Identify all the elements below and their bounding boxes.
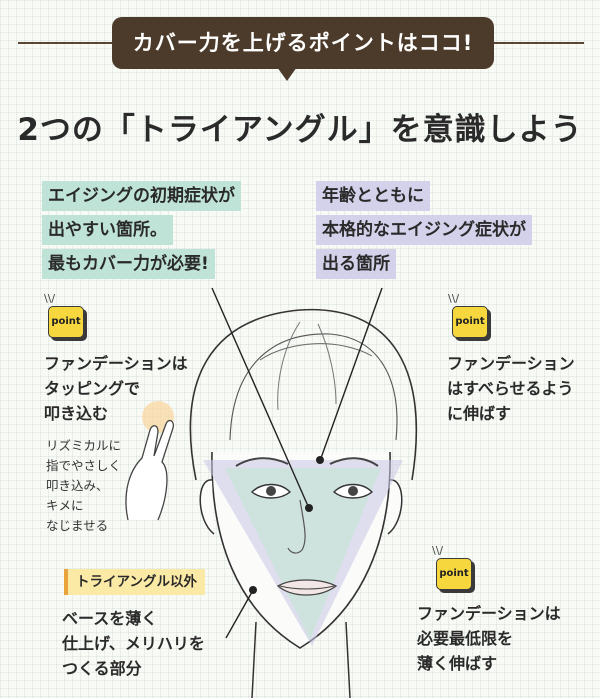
point-1-line-3: 叩き込む bbox=[44, 404, 109, 423]
callout-right-line-1: 年齢とともに bbox=[316, 181, 430, 211]
lip-line bbox=[279, 585, 335, 590]
point-1-sub-1: リズミカルに bbox=[46, 438, 122, 453]
point-badge: point bbox=[452, 306, 488, 338]
outside-line-1: ベースを薄く bbox=[62, 609, 158, 628]
point-2-line-1: ファンデーション bbox=[447, 354, 575, 373]
nose bbox=[287, 499, 306, 554]
hair-line bbox=[229, 333, 398, 441]
point-2-line-2: はすべらせるよう bbox=[447, 379, 574, 398]
point-badge: point bbox=[48, 306, 84, 338]
point-3-line-1: ファンデーションは bbox=[417, 604, 561, 623]
outside-line-3: つくる部分 bbox=[62, 659, 142, 678]
sparkle-icon: \\/ bbox=[432, 544, 444, 557]
pupil-left bbox=[266, 486, 276, 496]
header-rule-left bbox=[18, 42, 114, 44]
head-outline bbox=[189, 308, 418, 481]
point-1-line-1: ファンデーションは bbox=[44, 354, 188, 373]
brow-right bbox=[329, 457, 379, 467]
point-1-sub-4: キメに bbox=[46, 498, 84, 513]
page-title: 2つの「トライアングル」を意識しよう bbox=[17, 112, 583, 148]
leader-line-bottom bbox=[225, 591, 253, 639]
banner-tail bbox=[277, 67, 297, 81]
leader-dot-right bbox=[316, 456, 324, 464]
ear-right bbox=[387, 479, 403, 535]
leader-line-left bbox=[211, 287, 309, 507]
outside-triangle-tag: トライアングル以外 bbox=[64, 569, 205, 595]
sparkle-icon: \\/ bbox=[44, 292, 56, 305]
point-1-sub-2: 指でやさしく bbox=[46, 458, 122, 473]
callout-right-line-2: 本格的なエイジング症状が bbox=[316, 215, 532, 245]
hand-icon bbox=[125, 419, 175, 521]
inner-triangle bbox=[225, 468, 381, 640]
banner: カバー力を上げるポイントはココ! bbox=[112, 17, 494, 69]
point-badge: point bbox=[436, 558, 472, 590]
callout-right-line-3: 出る箇所 bbox=[316, 249, 396, 279]
sparkle-icon: \\/ bbox=[448, 292, 460, 305]
point-1-sub-3: 叩き込み、 bbox=[46, 478, 109, 493]
hair-strand bbox=[259, 343, 373, 361]
callout-left-line-3: 最もカバー力が必要! bbox=[42, 249, 215, 279]
point-3-line-2: 必要最低限を bbox=[417, 629, 514, 648]
outside-line-2: 仕上げ、メリハリを bbox=[62, 634, 205, 653]
leader-line-right bbox=[320, 287, 383, 459]
pupil-right bbox=[348, 486, 358, 496]
brow-left bbox=[235, 457, 289, 467]
ear-left bbox=[199, 479, 215, 535]
neck bbox=[251, 621, 351, 698]
lips bbox=[276, 579, 338, 596]
point-1-sub-5: なじませる bbox=[46, 518, 109, 533]
point-3-line-3: 薄く伸ばす bbox=[417, 654, 498, 673]
callout-left-line-1: エイジングの初期症状が bbox=[42, 181, 241, 211]
leader-dot-bottom bbox=[249, 586, 257, 594]
point-2-line-3: に伸ばす bbox=[447, 404, 512, 423]
header-rule-right bbox=[492, 42, 584, 44]
point-1-line-2: タッピングで bbox=[44, 379, 141, 398]
callout-left-line-2: 出やすい箇所。 bbox=[42, 215, 173, 245]
hair-strand bbox=[277, 321, 301, 411]
hair-strand bbox=[317, 323, 337, 405]
leader-dot-left bbox=[305, 504, 313, 512]
